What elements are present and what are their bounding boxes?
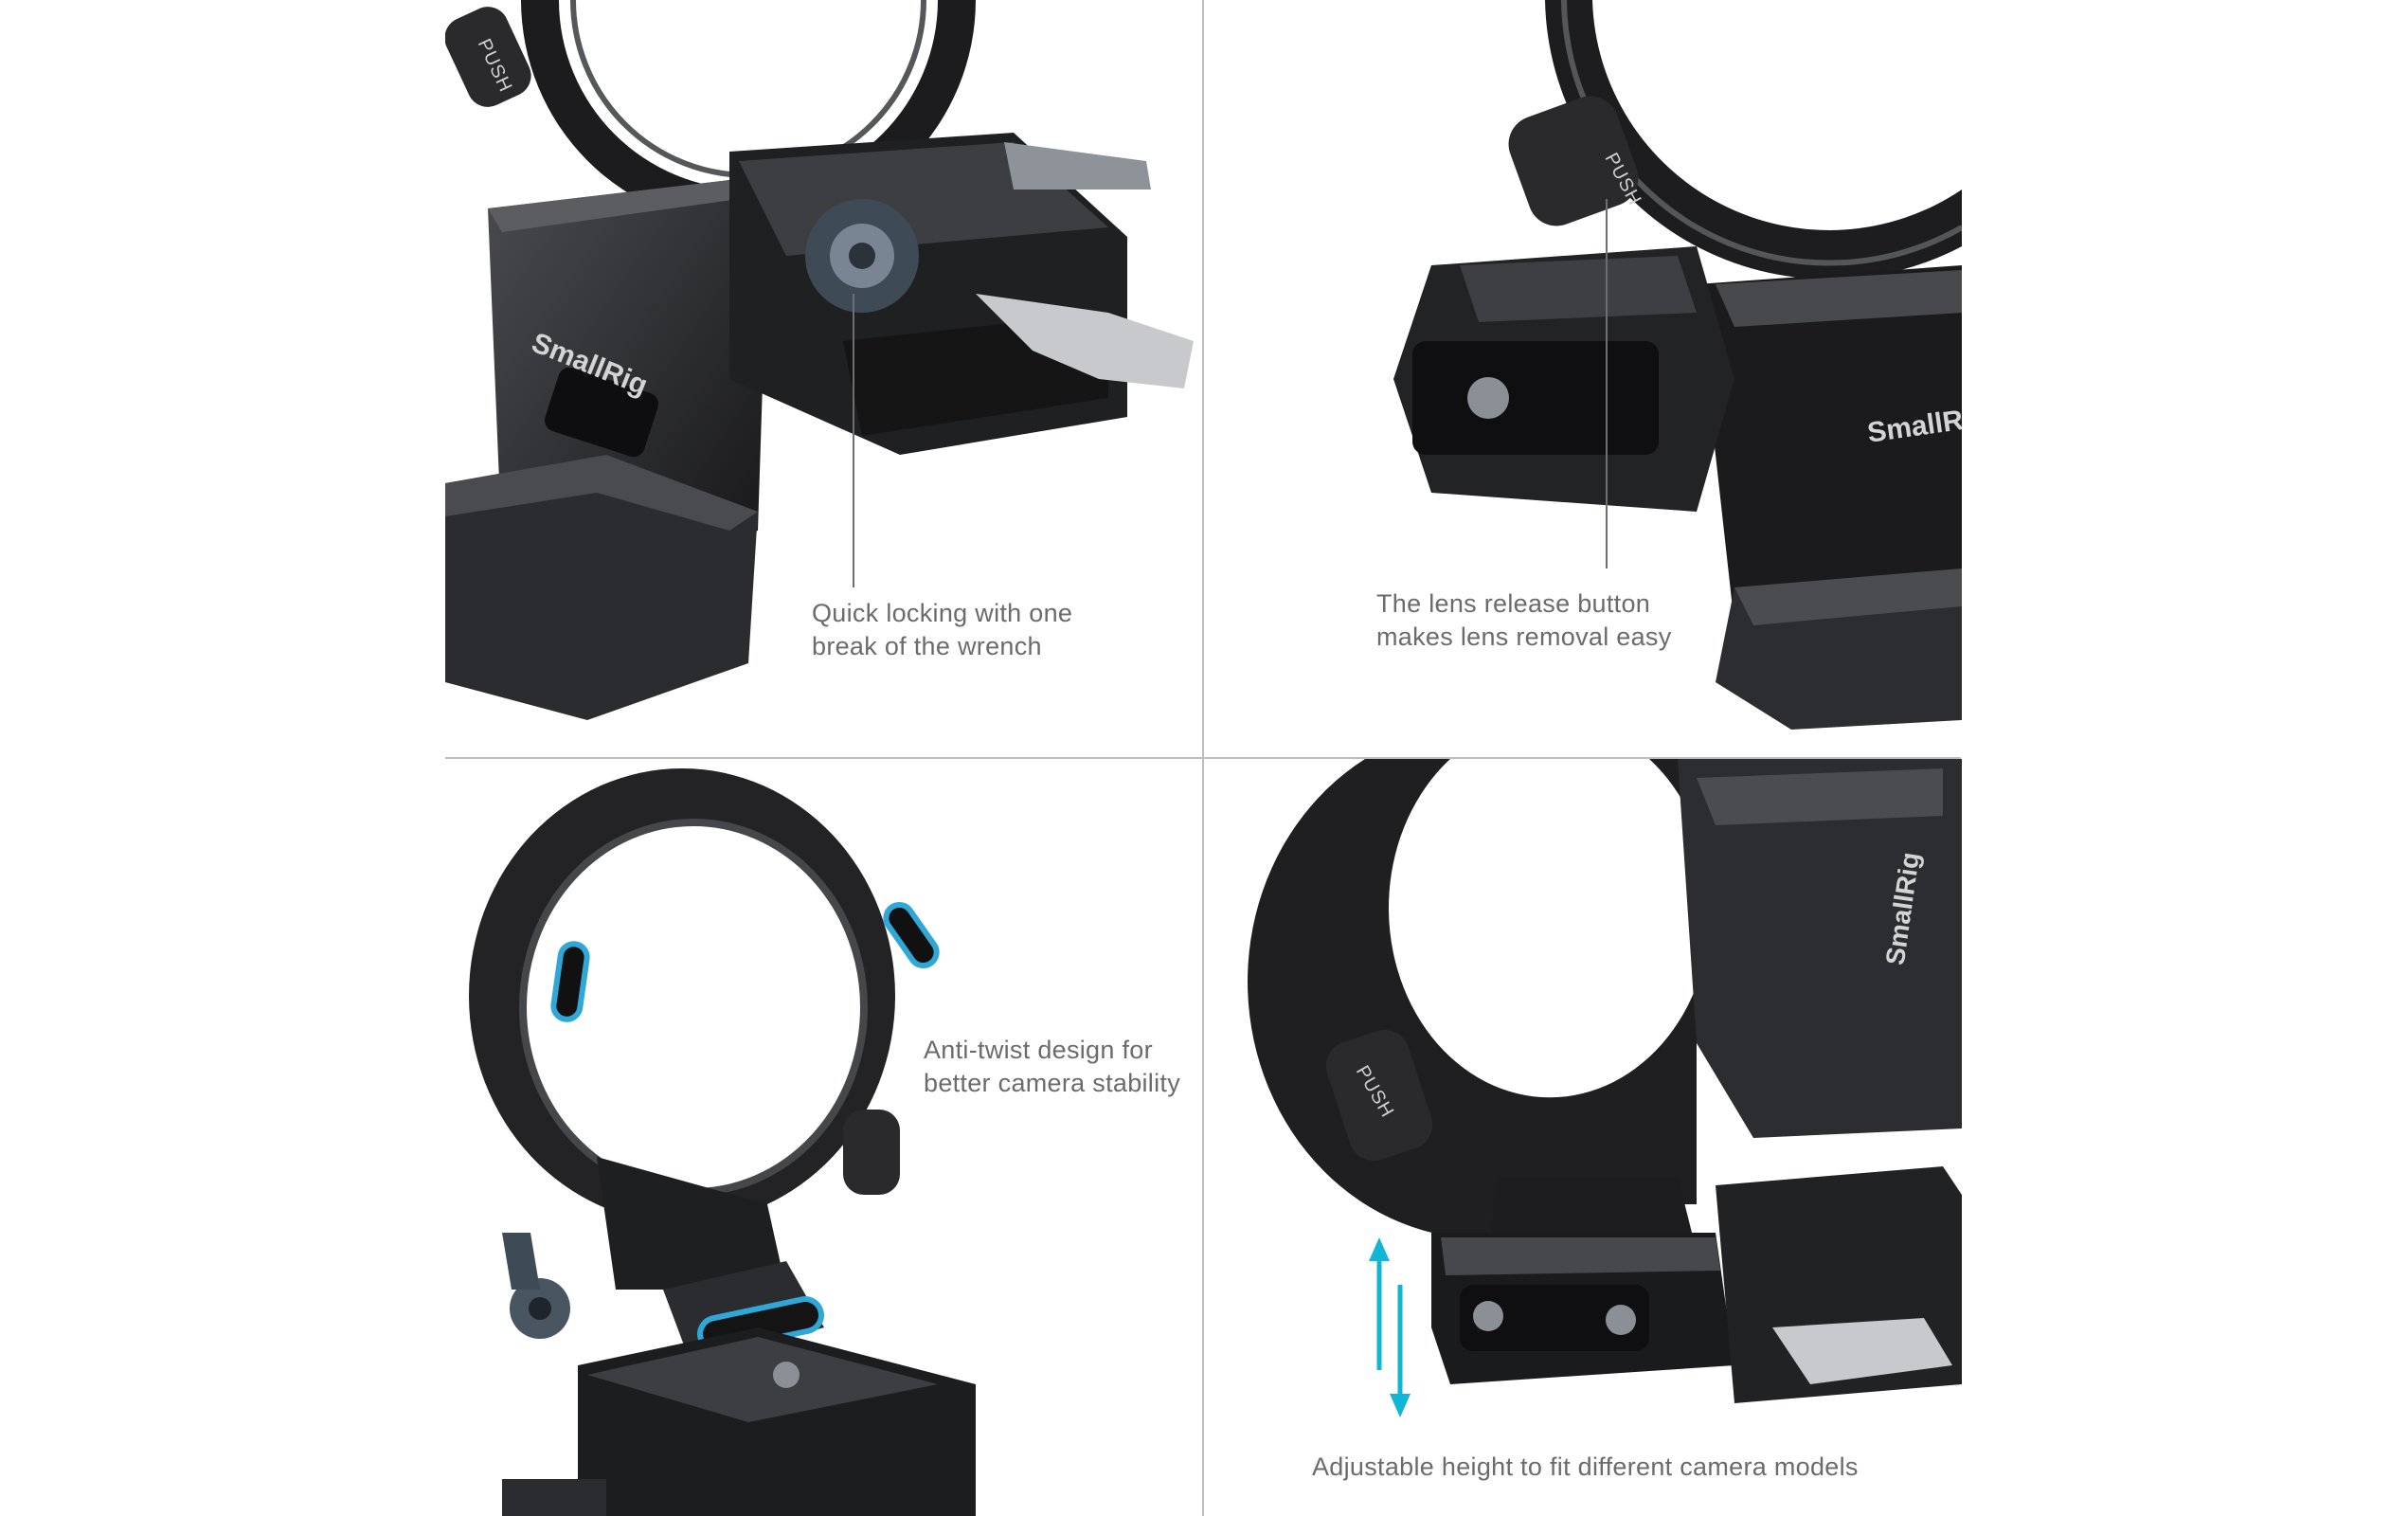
mount-wrench-illustration xyxy=(445,0,1194,720)
anti-twist-illustration xyxy=(469,768,976,1516)
panel-lens-release: SmallRig PUSH The lens release button ma… xyxy=(1204,0,1962,756)
double-vertical-arrow-icon xyxy=(1369,1237,1411,1417)
panel-quick-locking: SmallRig PUSH Quick locking with one bre… xyxy=(445,0,1201,756)
caption-quick-locking: Quick locking with one break of the wren… xyxy=(812,599,1073,660)
panel-adjustable-height: SmallRig PUSH Adjustable height to fit d… xyxy=(1204,759,1962,1516)
caption-anti-twist: Anti-twist design for better camera stab… xyxy=(924,1036,1181,1097)
lens-release-illustration xyxy=(1393,0,1962,730)
caption-lens-release: The lens release button makes lens remov… xyxy=(1376,589,1672,651)
panel-anti-twist: Anti-twist design for better camera stab… xyxy=(445,759,1201,1516)
horizontal-divider xyxy=(445,757,1961,759)
caption-adjustable-height: Adjustable height to fit different camer… xyxy=(1312,1453,1859,1481)
adjustable-height-illustration xyxy=(1248,759,1962,1417)
